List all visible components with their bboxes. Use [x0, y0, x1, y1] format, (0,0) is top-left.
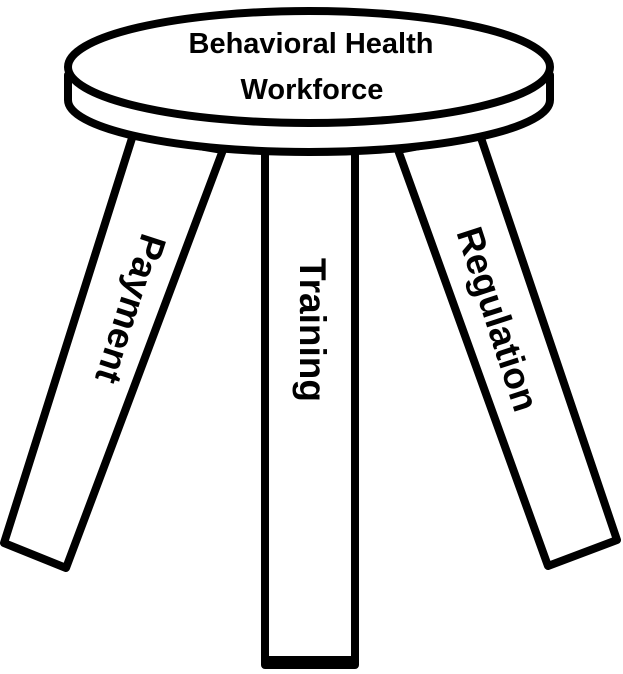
seat-title-line1: Behavioral Health	[189, 28, 434, 60]
middle-leg	[261, 146, 359, 669]
seat-top	[64, 7, 554, 127]
seat-title-line2: Workforce	[241, 74, 384, 106]
middle-leg-label: Training	[292, 258, 333, 402]
